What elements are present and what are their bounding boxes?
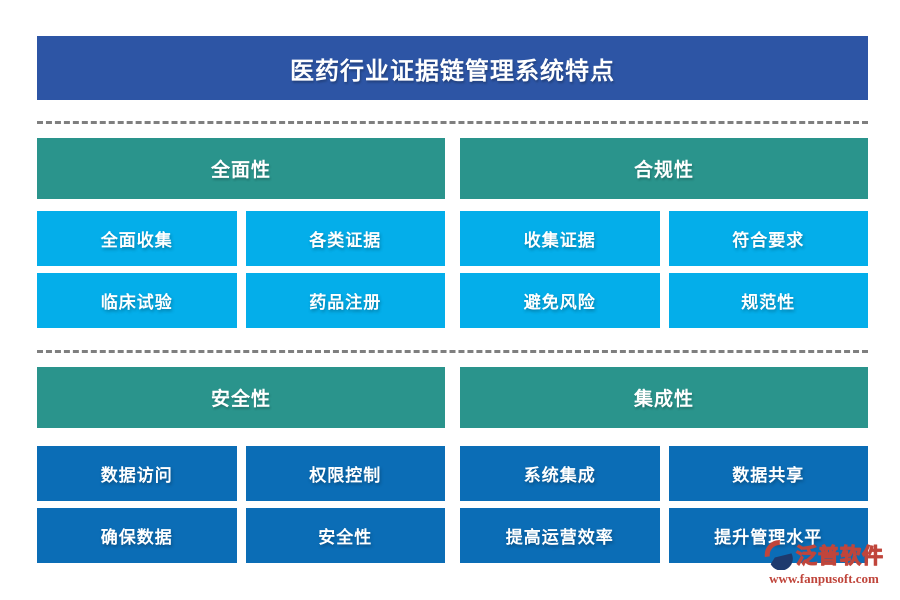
group-header-security: 安全性 [37, 367, 445, 428]
feature-item: 提高运营效率 [460, 508, 660, 563]
feature-grid: 系统集成 数据共享 提高运营效率 提升管理水平 [460, 446, 868, 563]
fanpu-logo-url[interactable]: www.fanpusoft.com [769, 571, 879, 586]
feature-item: 符合要求 [668, 211, 868, 266]
feature-grid: 数据访问 权限控制 确保数据 安全性 [37, 446, 445, 563]
fanpu-logo[interactable]: 泛普软件 www.fanpusoft.com [754, 540, 894, 587]
feature-item: 确保数据 [37, 508, 237, 563]
feature-item: 权限控制 [245, 446, 445, 501]
fanpu-logo-text: 泛普软件 [796, 545, 884, 569]
feature-item: 收集证据 [460, 211, 660, 266]
feature-grid: 全面收集 各类证据 临床试验 药品注册 [37, 211, 445, 328]
section-row-2: 安全性 数据访问 权限控制 确保数据 安全性 集成性 系统集成 数据共享 提高运… [37, 367, 868, 563]
feature-item: 全面收集 [37, 211, 237, 266]
feature-item: 数据访问 [37, 446, 237, 501]
feature-item: 数据共享 [668, 446, 868, 501]
feature-item: 安全性 [245, 508, 445, 563]
group-header-integration: 集成性 [460, 367, 868, 428]
dashed-divider-middle [37, 350, 868, 353]
feature-group-security: 安全性 数据访问 权限控制 确保数据 安全性 [37, 367, 445, 563]
feature-item: 规范性 [668, 273, 868, 328]
feature-group-comprehensiveness: 全面性 全面收集 各类证据 临床试验 药品注册 [37, 138, 445, 328]
dashed-divider-top [37, 121, 868, 124]
fanpu-logo-icon [764, 540, 794, 570]
feature-grid: 收集证据 符合要求 避免风险 规范性 [460, 211, 868, 328]
feature-item: 临床试验 [37, 273, 237, 328]
group-header-comprehensiveness: 全面性 [37, 138, 445, 199]
feature-item: 各类证据 [245, 211, 445, 266]
feature-group-compliance: 合规性 收集证据 符合要求 避免风险 规范性 [460, 138, 868, 328]
section-row-1: 全面性 全面收集 各类证据 临床试验 药品注册 合规性 收集证据 符合要求 避免… [37, 138, 868, 328]
feature-item: 避免风险 [460, 273, 660, 328]
title-banner: 医药行业证据链管理系统特点 [37, 36, 868, 100]
page-title: 医药行业证据链管理系统特点 [290, 57, 615, 85]
group-header-compliance: 合规性 [460, 138, 868, 199]
feature-item: 系统集成 [460, 446, 660, 501]
feature-item: 药品注册 [245, 273, 445, 328]
feature-group-integration: 集成性 系统集成 数据共享 提高运营效率 提升管理水平 [460, 367, 868, 563]
